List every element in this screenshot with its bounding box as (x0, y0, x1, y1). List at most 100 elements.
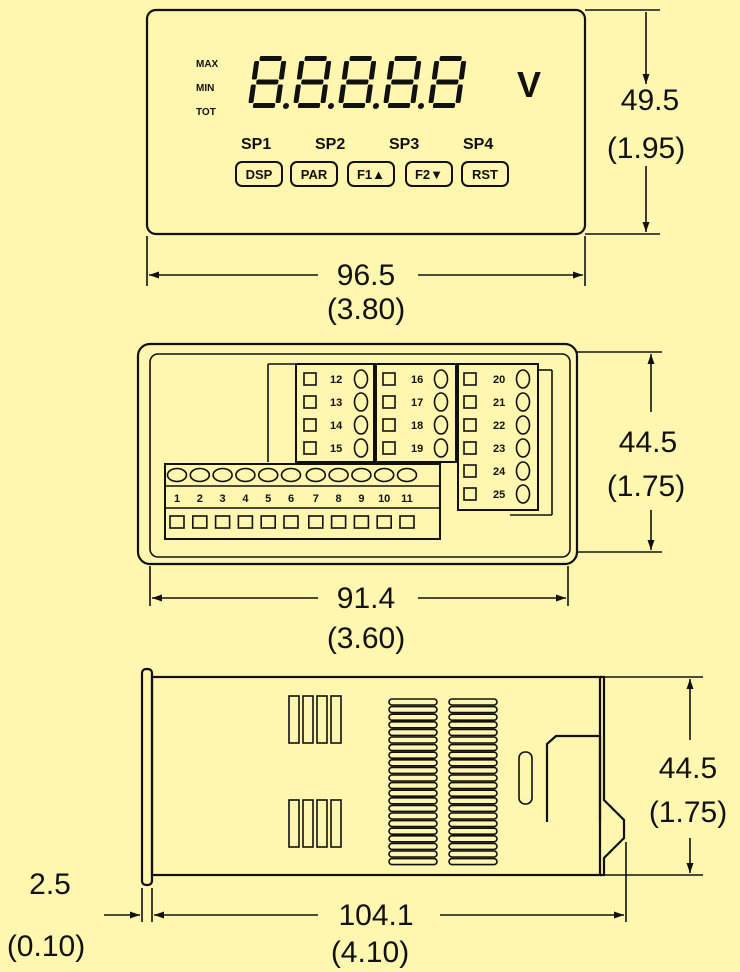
terminal-number: 10 (378, 493, 390, 505)
digit-segment (320, 84, 328, 103)
terminal-number: 22 (493, 420, 505, 432)
side-bezel-mm: 2.5 (29, 868, 71, 901)
digit-segment (297, 103, 321, 108)
digit-segment (458, 61, 467, 80)
terminal-screw (515, 415, 531, 435)
display-digit (383, 56, 425, 109)
louvre-slot (448, 720, 498, 729)
louvre-slot (388, 857, 438, 866)
front-height-in: (1.95) (607, 132, 685, 165)
wire-entry (463, 487, 477, 501)
side-height-in: (1.75) (649, 796, 727, 829)
digit-segment (278, 61, 287, 80)
vent-slot (330, 695, 342, 744)
front-height-mm: 49.5 (621, 84, 679, 117)
display-digit (428, 56, 467, 108)
louvre-slot (388, 736, 438, 744)
louvre-slot (448, 804, 498, 813)
digit-segment (432, 103, 456, 108)
terminal-screw (515, 438, 531, 458)
wire-entry (463, 464, 477, 478)
vent-louvres-right (448, 698, 498, 866)
digit-segment (349, 56, 372, 61)
terminal-screw (305, 467, 327, 483)
digit-segment (365, 84, 373, 103)
mode-label-max: MAX (196, 59, 219, 70)
terminal-screw (189, 467, 211, 483)
wire-entry (260, 515, 277, 529)
side-height-mm: 44.5 (659, 752, 717, 785)
rear-width-in: (3.60) (327, 622, 405, 655)
front-view: MAX MIN TOT V SP1 SP2 SP3 SP4 DSP PAR F1… (145, 8, 685, 326)
wire-entry (330, 515, 347, 529)
digit-segment (323, 61, 332, 80)
display-digit (338, 56, 380, 109)
front-width-in: (3.80) (327, 293, 405, 326)
digit-segment (248, 84, 256, 103)
terminal-screw (433, 392, 449, 412)
wire-entry (463, 372, 477, 386)
vent-slot (302, 799, 314, 848)
terminal-screw (353, 369, 369, 389)
terminal-number: 7 (313, 493, 319, 505)
louvre-slot (388, 728, 438, 737)
wire-entry (463, 395, 477, 409)
digit-segment (436, 79, 459, 85)
rst-key-label: RST (472, 167, 498, 182)
digit-segment (342, 103, 366, 108)
digit-segment (341, 61, 350, 80)
rear-inner-housing (149, 353, 571, 558)
wire-entry (169, 515, 185, 529)
louvre-slot (388, 804, 438, 813)
louvre-slot (448, 743, 498, 752)
terminal-screw (373, 467, 395, 483)
wire-entry (382, 441, 396, 455)
terminal-number: 5 (265, 493, 271, 505)
louvre-slot (388, 743, 438, 752)
terminal-number: 16 (411, 374, 423, 386)
louvre-slot (388, 850, 438, 858)
louvre-slot (448, 713, 498, 722)
terminal-screw (235, 467, 256, 483)
terminal-number: 17 (411, 397, 423, 409)
setpoint-label-sp4: SP4 (463, 136, 493, 153)
vent-slot (288, 799, 300, 848)
digit-segment (251, 61, 260, 80)
terminal-screw (257, 467, 279, 483)
front-width-mm: 96.5 (337, 259, 395, 292)
setpoint-label-sp3: SP3 (389, 136, 419, 153)
louvre-slot (448, 705, 498, 714)
rst-key (461, 161, 509, 187)
louvre-slot (388, 796, 438, 805)
rear-width-mm: 91.4 (337, 582, 395, 615)
wire-entry (376, 515, 393, 529)
louvre-slot (388, 789, 438, 798)
wire-entry (463, 441, 477, 455)
terminal-screw (515, 392, 531, 412)
digit-segment (275, 84, 283, 103)
f2-key (405, 161, 453, 187)
terminal-number: 8 (336, 493, 342, 505)
wire-entry (303, 441, 317, 455)
rear-height-mm: 44.5 (619, 426, 677, 459)
terminal-screw (433, 415, 449, 435)
par-key (290, 161, 338, 187)
terminal-number: 18 (411, 420, 423, 432)
vent-slot (330, 799, 342, 848)
louvre-slot (388, 842, 438, 851)
louvre-slot (388, 834, 438, 843)
wire-entry (214, 515, 231, 529)
decimal-point (327, 103, 335, 109)
louvre-slot (448, 758, 498, 767)
wire-entry (283, 515, 299, 529)
louvre-slot (448, 827, 498, 836)
digit-segment (439, 56, 462, 61)
louvre-slot (448, 850, 498, 858)
wire-entry (307, 515, 324, 529)
louvre-slot (448, 812, 498, 820)
wire-entry (382, 372, 396, 386)
digit-segment (413, 61, 422, 80)
